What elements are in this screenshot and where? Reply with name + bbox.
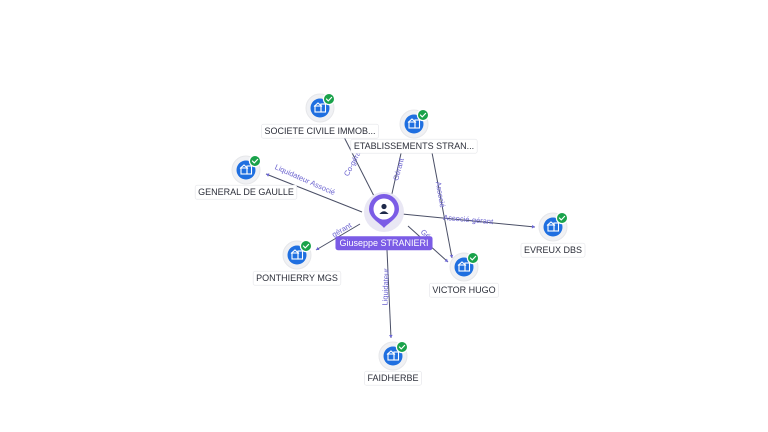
- edge-label: Associé-gérant: [443, 213, 495, 226]
- edge-label: Liquidateur: [380, 268, 390, 306]
- company-node-etab[interactable]: ETABLISSEMENTS STRAN...: [350, 108, 478, 154]
- company-label-box: [194, 184, 298, 200]
- edge-etab-victor: Associé: [429, 141, 454, 259]
- edge-arrow-icon: [449, 254, 454, 258]
- edge-arrow-icon: [531, 224, 535, 229]
- edge-person-faidherbe: Liquidateur: [380, 249, 393, 339]
- company-label: VICTOR HUGO: [432, 285, 495, 295]
- verified-badge: [397, 342, 407, 352]
- company-label: GENERAL DE GAULLE: [198, 187, 294, 197]
- person-label-box: [335, 236, 433, 251]
- edge-line: [342, 134, 377, 201]
- company-label-box: [261, 123, 379, 139]
- nodes-layer: SOCIETE CIVILE IMMOB... ETABLISSEMENTS ST…: [194, 92, 586, 386]
- edge-arrow-icon: [316, 246, 320, 251]
- company-label-box: [520, 242, 586, 258]
- person-icon: [379, 203, 389, 214]
- verified-badge: [468, 253, 478, 263]
- company-node-sci[interactable]: SOCIETE CIVILE IMMOB...: [261, 92, 379, 139]
- edge-line: [265, 173, 363, 213]
- edge-line: [429, 141, 453, 259]
- verified-badge: [557, 213, 567, 223]
- company-label: ETABLISSEMENTS STRAN...: [354, 141, 474, 151]
- company-label: EVREUX DBS: [524, 245, 582, 255]
- company-node-ponthierry[interactable]: PONTHIERRY MGS: [252, 239, 342, 286]
- verified-badge: [324, 94, 334, 104]
- edge-person-evreux: Associé-gérant: [401, 213, 536, 229]
- edge-arrow-icon: [444, 258, 448, 262]
- company-node-evreux[interactable]: EVREUX DBS: [520, 211, 586, 258]
- edge-line: [401, 213, 536, 228]
- verified-badge: [301, 241, 311, 251]
- edge-label: Gérant: [391, 156, 406, 181]
- verified-badge: [250, 156, 260, 166]
- person-node[interactable]: Giuseppe STRANIERI: [335, 192, 433, 251]
- company-node-gaulle[interactable]: GENERAL DE GAULLE: [194, 154, 298, 200]
- edge-line: [386, 249, 392, 339]
- edge-arrow-icon: [389, 334, 393, 338]
- company-label: SOCIETE CIVILE IMMOB...: [264, 126, 375, 136]
- edge-label: Associé: [434, 181, 447, 208]
- company-label: FAIDHERBE: [367, 373, 418, 383]
- company-label: PONTHIERRY MGS: [256, 273, 338, 283]
- company-node-victor[interactable]: VICTOR HUGO: [429, 251, 499, 298]
- company-label-box: [364, 370, 422, 386]
- company-label-box: [429, 282, 499, 298]
- person-name-label: Giuseppe STRANIERI: [339, 238, 428, 248]
- company-label-box: [350, 138, 478, 154]
- company-label-box: [252, 270, 342, 286]
- company-node-faidherbe[interactable]: FAIDHERBE: [364, 340, 422, 386]
- verified-badge: [418, 110, 428, 120]
- edge-arrow-icon: [266, 173, 270, 177]
